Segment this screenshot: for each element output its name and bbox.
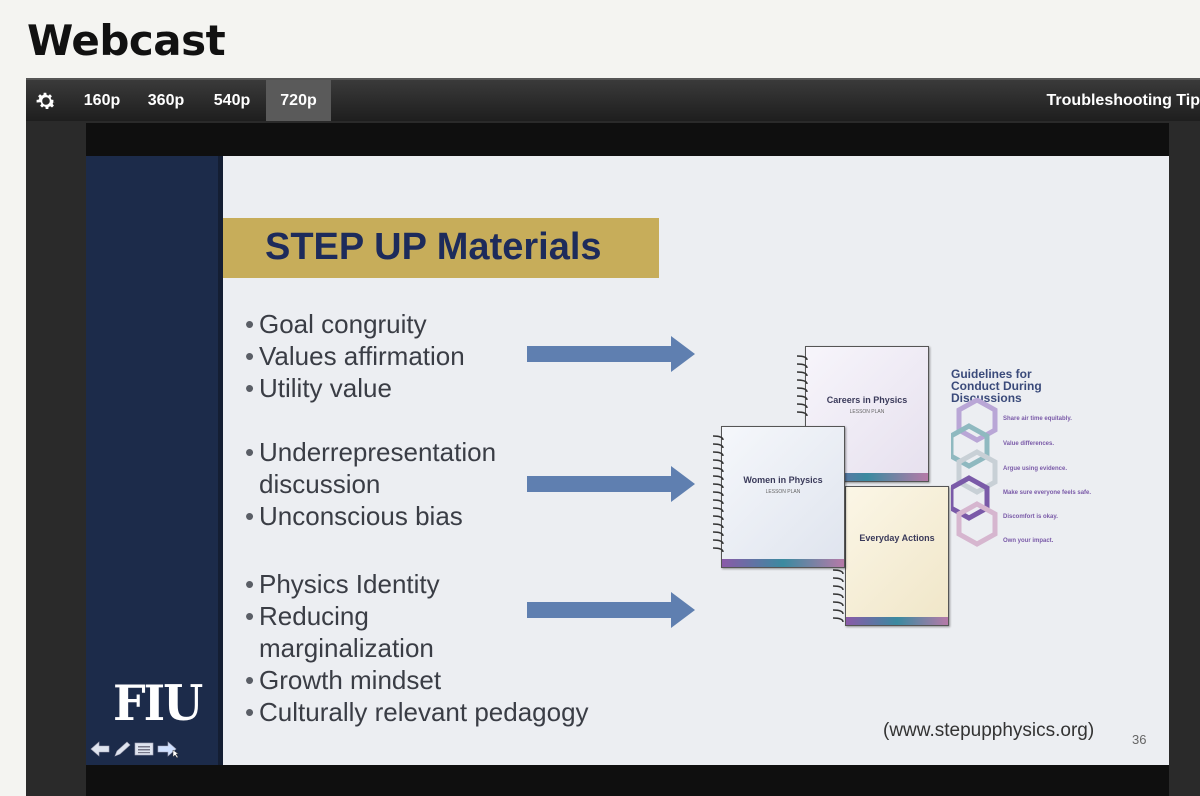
resolution-160p-button[interactable]: 160p [83,92,121,109]
hexagon-graphic [951,398,998,547]
resolution-540p-button[interactable]: 540p [213,92,251,109]
guideline-item: Discomfort is okay. [1003,514,1058,520]
arrow-right-icon [527,336,695,372]
video-player: 160p 360p 540p 720p Troubleshooting Tip … [26,78,1200,796]
video-letterbox-top [86,123,1169,156]
spiral-binding [796,355,808,417]
bullet-growth-mindset: •Growth mindset [245,665,442,695]
bullet-reducing-marginalization: •Reducing marginalization [245,601,434,663]
slide-title: STEP UP Materials [265,226,602,268]
menu-icon[interactable] [134,741,154,757]
bullet-utility-value: •Utility value [245,373,392,403]
guidelines-poster: Guidelines for Conduct During Discussion… [951,354,1131,594]
spiral-binding [712,435,724,553]
sidebar-border [218,156,223,765]
booklet-subtitle: LESSON PLAN [765,489,801,495]
guideline-item: Argue using evidence. [1003,466,1068,472]
bullet-underrepresentation: •Underrepresentation discussion [245,437,497,499]
guideline-item: Share air time equitably. [1003,416,1072,422]
bullet-culturally-relevant-pedagogy: •Culturally relevant pedagogy [245,697,589,727]
booklet-everyday-actions: Everyday Actions [845,486,949,626]
booklet-title: Everyday Actions [859,533,935,543]
bullet-physics-identity: •Physics Identity [245,569,440,599]
bullet-values-affirmation: •Values affirmation [245,341,465,371]
slide-url: (www.stepupphysics.org) [883,720,1095,741]
resolution-720p-button[interactable]: 720p [266,80,331,121]
booklet-women-in-physics: Women in Physics LESSON PLAN [721,426,845,568]
guideline-item: Make sure everyone feels safe. [1003,490,1092,496]
slide-title-banner [223,218,659,278]
pen-icon[interactable] [113,741,131,757]
booklet-strip [722,559,844,567]
gear-icon[interactable] [34,89,58,113]
slide-sidebar: FIU [86,156,221,765]
guideline-item: Value differences. [1003,441,1055,447]
booklet-strip [846,617,948,625]
player-toolbar: 160p 360p 540p 720p Troubleshooting Tip [26,78,1200,121]
troubleshooting-tips-link[interactable]: Troubleshooting Tip [1046,92,1200,109]
video-letterbox-bottom [86,765,1169,796]
booklet-subtitle: LESSON PLAN [849,409,885,415]
slide-nav-controls [90,740,179,758]
arrow-right-icon[interactable] [157,740,179,758]
booklet-careers-in-physics: Careers in Physics LESSON PLAN [805,346,929,482]
fiu-logo: FIU [113,674,203,732]
resolution-360p-button[interactable]: 360p [147,92,185,109]
bullet-unconscious-bias: •Unconscious bias [245,501,463,531]
video-frame[interactable]: FIU STEP UP Materials •Goal congruity •V… [86,123,1169,796]
presentation-slide: STEP UP Materials •Goal congruity •Value… [223,156,1169,765]
booklet-title: Women in Physics [743,475,823,485]
spiral-binding [832,569,844,623]
arrow-left-icon[interactable] [90,741,110,757]
booklet-title: Careers in Physics [826,395,908,405]
guideline-item: Own your impact. [1003,538,1054,544]
arrow-right-icon [527,466,695,502]
slide-page-number: 36 [1132,732,1147,747]
arrow-right-icon [527,592,695,628]
page-title: Webcast [27,16,226,65]
guidelines-title: Guidelines for Conduct During Discussion… [951,367,1042,405]
booklet-strip [806,473,928,481]
bullet-goal-congruity: •Goal congruity [245,309,427,339]
